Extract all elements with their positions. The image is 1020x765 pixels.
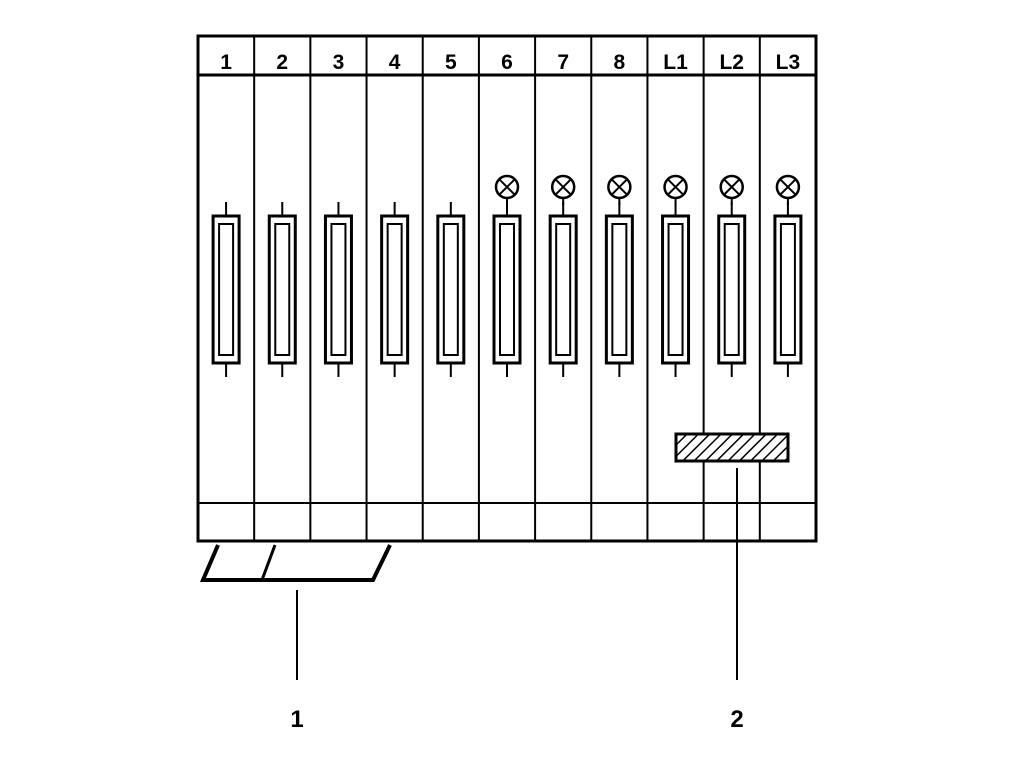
terminal-label: L3 — [776, 51, 801, 74]
indicator-lamp-icon — [663, 174, 688, 205]
fuse-icon — [661, 214, 691, 365]
terminal-label: L1 — [663, 51, 688, 74]
fuse-element — [330, 223, 347, 356]
terminal-column: 4 — [380, 51, 410, 377]
fuse-icon — [492, 214, 522, 365]
fuse-icon — [267, 214, 297, 365]
terminal-label: L2 — [719, 51, 744, 74]
terminal-label: 7 — [557, 51, 569, 74]
terminal-columns: 1 2 3 4 5 6 7 8 L1 L2 L3 — [211, 51, 803, 377]
fuse-element — [218, 223, 235, 356]
terminal-column: L2 — [717, 51, 747, 377]
terminal-label: 4 — [389, 51, 401, 74]
terminal-label: 2 — [276, 51, 288, 74]
fuse-icon — [604, 214, 634, 365]
indicator-lamp-icon — [719, 174, 744, 205]
indicator-lamp-icon — [550, 174, 576, 205]
indicator-lamp-icon — [607, 174, 632, 205]
terminal-column: 7 — [548, 51, 578, 377]
fuse-element — [555, 223, 572, 356]
terminal-label: 8 — [614, 51, 626, 74]
fuse-element — [611, 223, 628, 356]
fuse-icon — [773, 214, 803, 365]
indicator-lamp-icon — [494, 174, 520, 205]
terminal-column: 3 — [323, 51, 353, 377]
terminal-label: 6 — [501, 51, 513, 74]
callout-1-label: 1 — [290, 706, 303, 733]
terminal-label: 1 — [220, 51, 232, 74]
fuse-element — [274, 223, 291, 356]
terminal-column: 8 — [604, 51, 634, 377]
fuse-element — [723, 223, 740, 356]
fuse-icon — [436, 214, 466, 365]
fuse-icon — [211, 214, 241, 365]
hatched-marker-strip — [674, 432, 790, 463]
jumper-bar — [199, 544, 392, 582]
callout-2-label: 2 — [730, 706, 743, 733]
terminal-column: 5 — [436, 51, 466, 377]
terminal-label: 5 — [445, 51, 457, 74]
terminal-column: L3 — [773, 51, 803, 377]
fuse-icon — [380, 214, 410, 365]
fuse-icon — [323, 214, 353, 365]
indicator-lamp-icon — [775, 174, 801, 205]
terminal-column: L1 — [661, 51, 691, 377]
terminal-block-frame — [196, 34, 818, 543]
terminal-column: 1 — [211, 51, 241, 377]
fuse-element — [779, 223, 796, 356]
fuse-element — [442, 223, 459, 356]
terminal-label: 3 — [333, 51, 345, 74]
terminal-column: 6 — [492, 51, 522, 377]
fuse-element — [499, 223, 515, 356]
fuse-element — [386, 223, 403, 356]
fuse-element — [667, 223, 684, 356]
fuse-icon — [717, 214, 747, 365]
terminal-column: 2 — [267, 51, 297, 377]
fuse-icon — [548, 214, 578, 365]
